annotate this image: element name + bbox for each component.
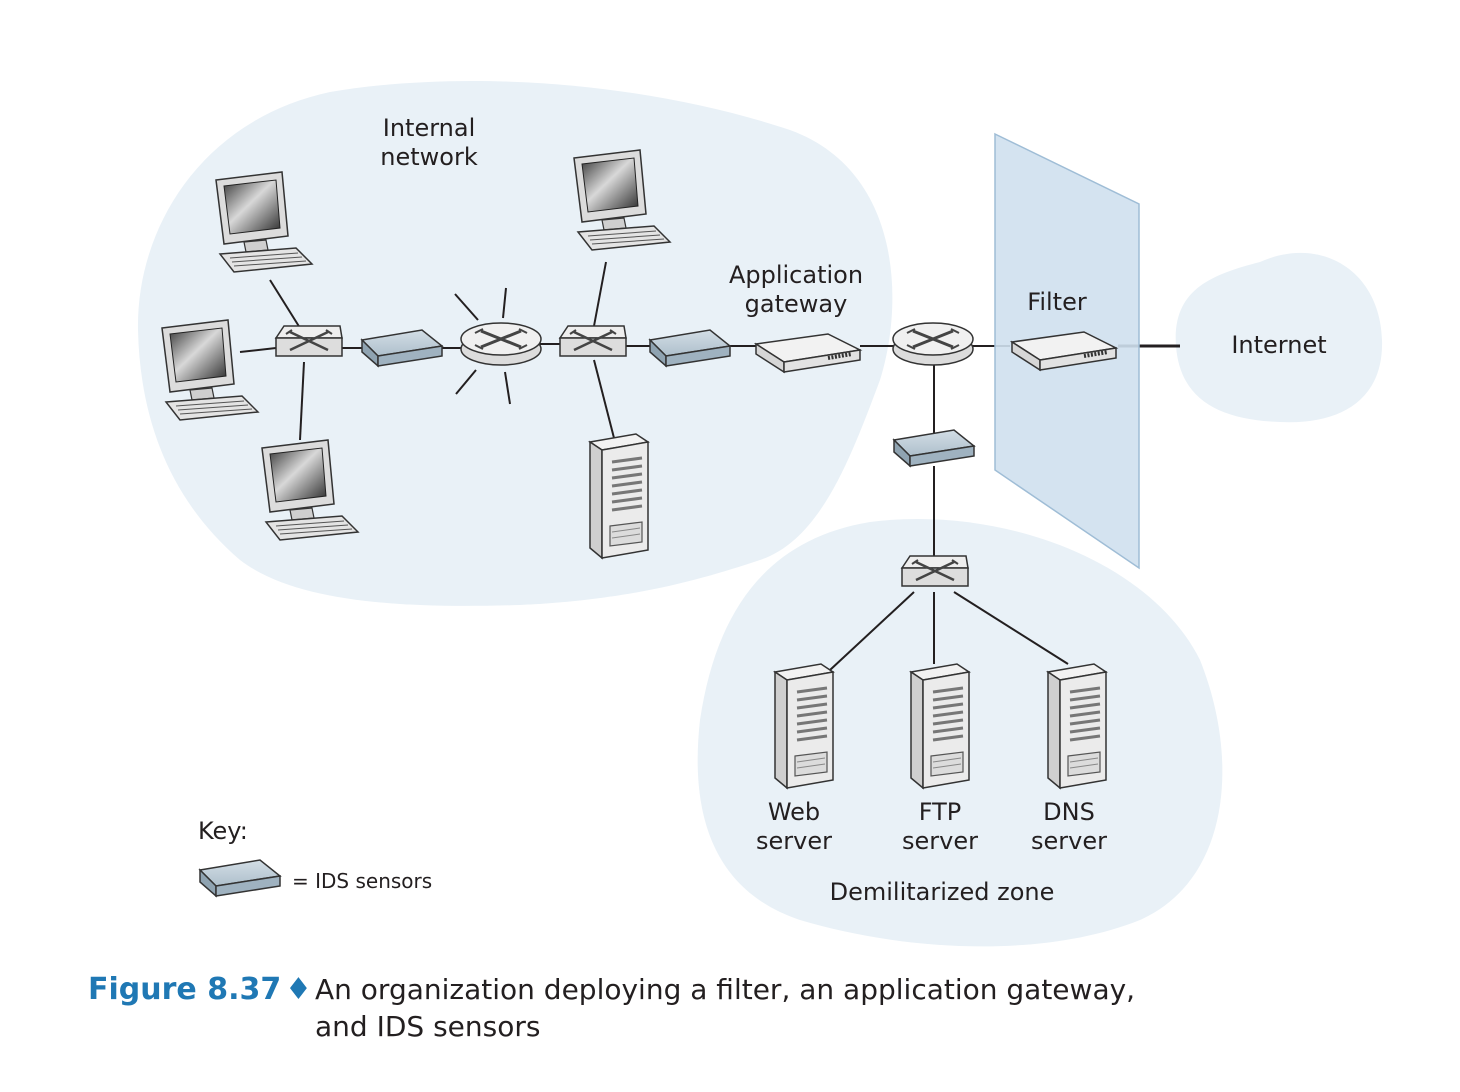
server-tower-icon [909,662,971,790]
internet-label: Internet [1231,331,1326,359]
switch-icon [900,554,970,588]
internal-network-label-line2: network [380,143,478,171]
internal-network-label-line1: Internal [383,114,476,142]
ftp-server-label-line1: FTP [919,798,962,826]
router-external-links [454,287,511,405]
dns-server-label-line2: server [1031,827,1107,855]
internet-cloud [1175,252,1383,423]
server-tower-icon [588,432,650,560]
router-icon [891,321,975,367]
caption-line2: and IDS sensors [315,1010,540,1043]
ids-sensor-icon [199,859,281,897]
web-server-label-line1: Web [768,798,820,826]
filter-label: Filter [1027,288,1087,316]
switch-icon [274,324,344,358]
server-tower-icon [773,662,835,790]
ftp-server-label-line2: server [902,827,978,855]
router-icon [459,321,543,367]
web-server-label-line2: server [756,827,832,855]
switch-icon [558,324,628,358]
figure-number: Figure 8.37 [88,972,281,1007]
key-ids-label: = IDS sensors [292,869,432,893]
dns-server-label-line1: DNS [1043,798,1095,826]
network-links [239,261,1180,671]
dmz-label: Demilitarized zone [830,878,1055,906]
server-tower-icon [1046,662,1108,790]
ids-sensor-icon [893,429,975,467]
caption-line1: An organization deploying a filter, an a… [315,973,1135,1006]
application-gateway-label-line1: Application [729,261,863,289]
application-gateway-label-line2: gateway [745,290,848,318]
key-title: Key: [198,817,248,845]
caption-bullet: ♦ [285,972,312,1007]
